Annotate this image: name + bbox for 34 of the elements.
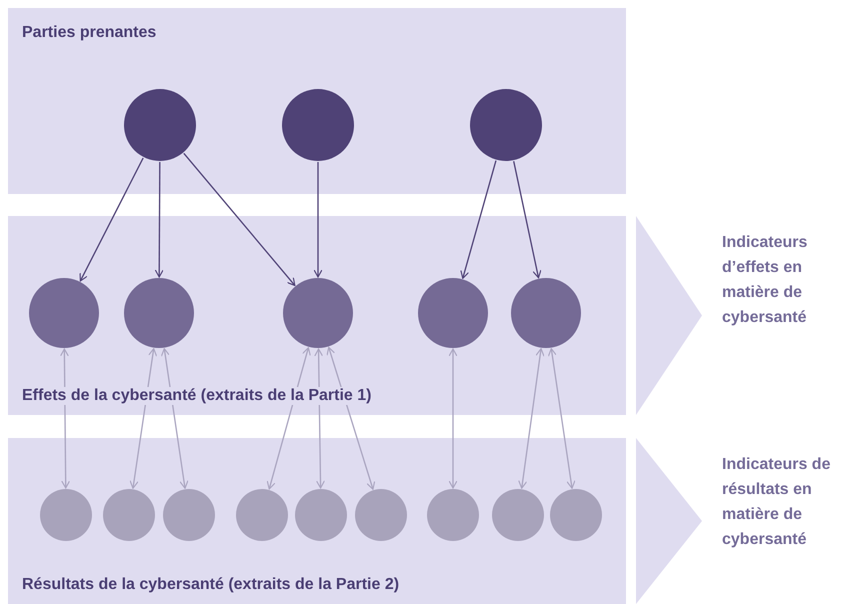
section-band: [8, 216, 626, 415]
arrow: [548, 348, 576, 489]
circle-node: [550, 489, 602, 541]
circle-node: [295, 489, 347, 541]
arrow: [183, 152, 296, 286]
arrow: [518, 348, 545, 489]
section-band: [8, 438, 626, 604]
arrow: [154, 162, 164, 278]
arrow: [160, 348, 188, 489]
circle-node: [427, 489, 479, 541]
indicator-label: Indicateurs de résultats en matière de cybersanté: [722, 455, 832, 550]
circle-node: [103, 489, 155, 541]
arrow: [130, 348, 158, 489]
arrow: [60, 348, 70, 489]
arrow: [513, 161, 542, 278]
arrow: [460, 160, 497, 279]
arrow: [266, 347, 311, 490]
arrow: [80, 158, 144, 282]
section-band: [8, 8, 626, 194]
circle-node: [163, 489, 215, 541]
circle-node: [492, 489, 544, 541]
chevron-shape: [636, 438, 702, 604]
arrow: [326, 346, 376, 490]
chevron-shape: [636, 216, 702, 415]
arrow: [448, 348, 458, 489]
section-title: Parties prenantes: [20, 24, 158, 42]
arrow: [314, 348, 326, 489]
section-title: Résultats de la cybersanté (extraits de la Partie 2): [20, 576, 402, 594]
circle-node: [40, 489, 92, 541]
circle-node: [355, 489, 407, 541]
arrow: [313, 162, 323, 278]
section-title: Effets de la cybersanté (extraits de la Partie 1): [20, 387, 374, 405]
circle-node: [236, 489, 288, 541]
indicator-label: Indicateurs d’effets en matière de cybersanté: [722, 233, 808, 328]
